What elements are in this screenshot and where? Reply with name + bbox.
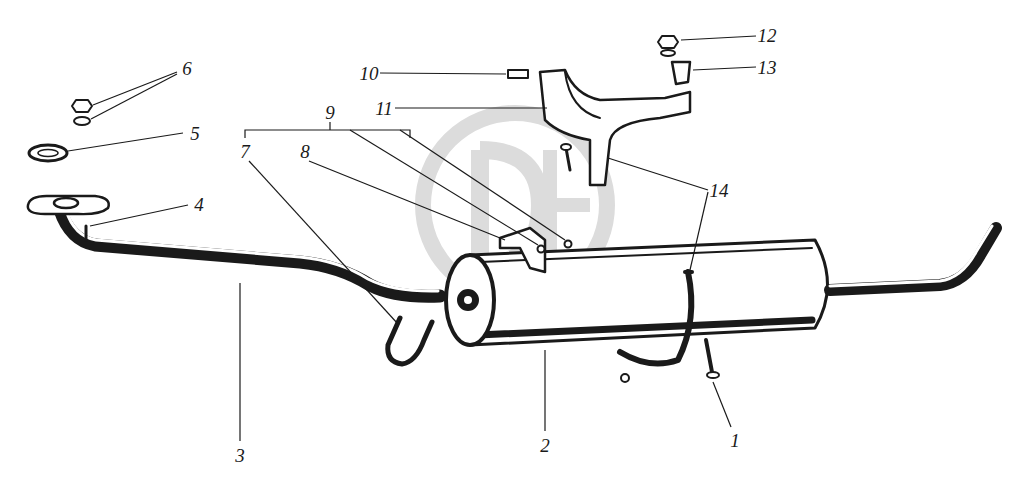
callout-number: 3 [233, 445, 247, 466]
callout-number: 11 [373, 98, 395, 119]
callout-number: 12 [756, 25, 779, 46]
callout-number: 9 [323, 102, 337, 123]
front-pipe-shine [66, 210, 438, 291]
callout-number: 13 [756, 57, 779, 78]
callout-number: 8 [298, 141, 312, 162]
callout-number: 2 [538, 435, 552, 456]
callout-number: 10 [358, 63, 381, 84]
leader-lines [68, 36, 756, 441]
hanger-bracket [540, 70, 690, 185]
callout-number: 14 [708, 180, 731, 201]
muffler-end [446, 255, 494, 345]
callout-number: 6 [180, 58, 194, 79]
front-pipe [60, 210, 440, 296]
callout-number: 7 [238, 141, 252, 162]
u-bolt [388, 318, 432, 364]
callout-number: 5 [188, 123, 202, 144]
callout-number: 4 [192, 194, 206, 215]
clamp [500, 228, 545, 272]
callout-number: 1 [728, 430, 742, 451]
strap [620, 272, 691, 364]
flange [28, 196, 109, 214]
